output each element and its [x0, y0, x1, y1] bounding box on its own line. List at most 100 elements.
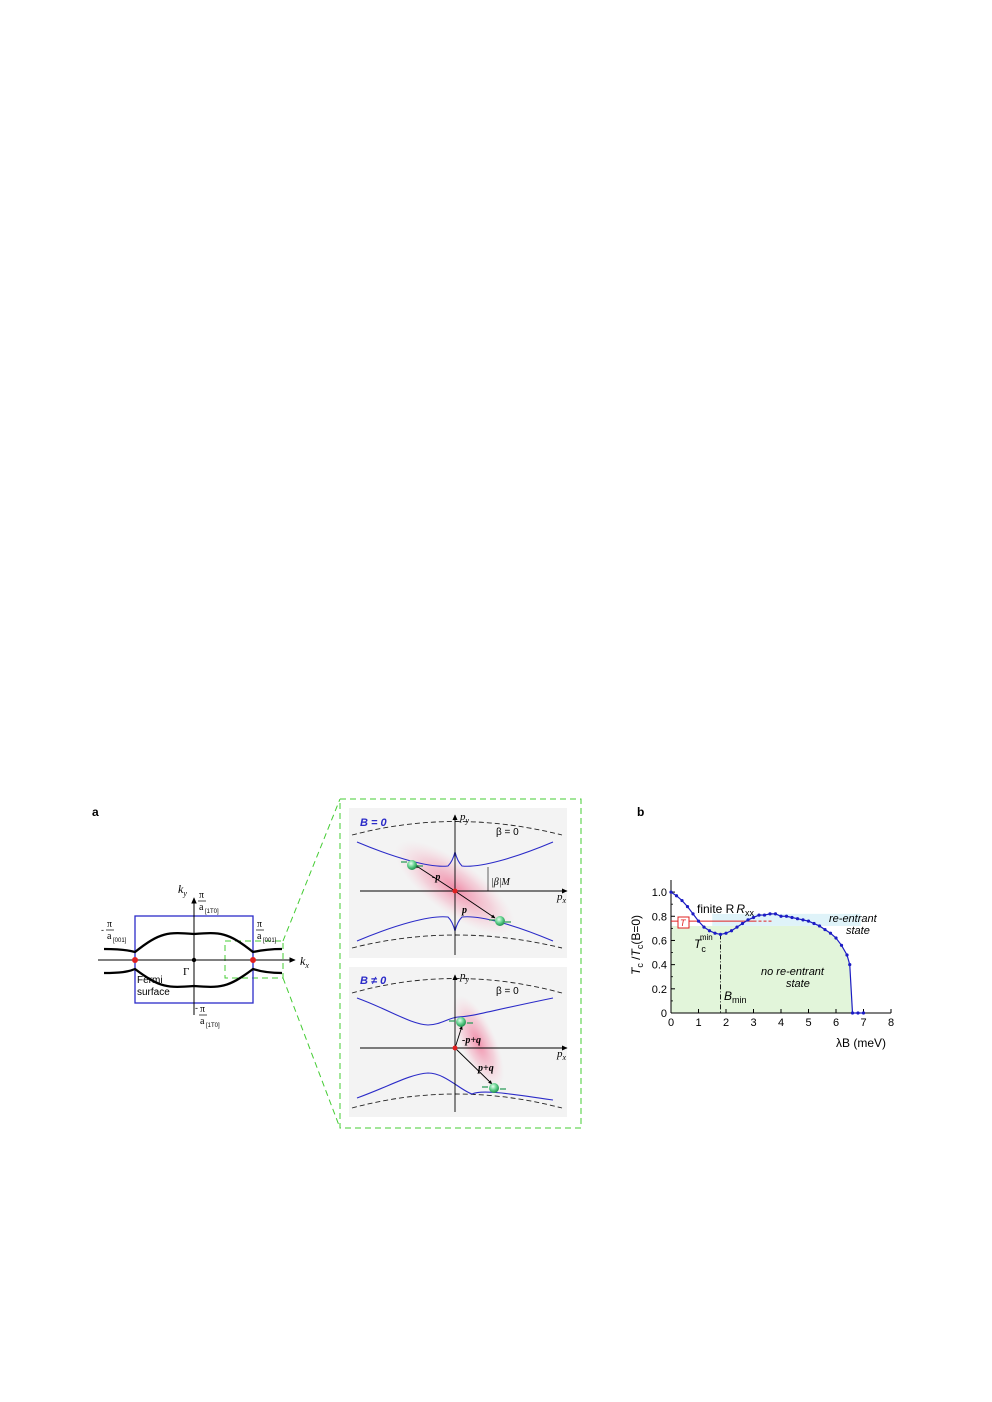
- x-tick-label: 3: [750, 1017, 756, 1029]
- zoom-top-panel: B = 0 β = 0 py px |β|M -p p: [349, 808, 568, 958]
- ky-label: ky: [178, 882, 187, 898]
- data-point: [762, 913, 767, 917]
- top-pi: π: [199, 890, 204, 901]
- x-tick-label: 4: [778, 1017, 784, 1029]
- minus-p-plus-q-label: -p+q: [462, 1035, 481, 1046]
- reentrant-region: [712, 913, 861, 926]
- node-right: [250, 957, 256, 963]
- data-point: [856, 1011, 860, 1015]
- electron-top-right: [495, 916, 505, 926]
- data-point: [729, 929, 734, 933]
- y-tick-label: 1.0: [652, 887, 667, 899]
- bottom-a: a: [200, 1016, 205, 1027]
- zoom-bottom-panel: B ≠ 0 β = 0 py px -p+q p+q: [349, 967, 568, 1117]
- panel-b-letter: b: [637, 805, 645, 819]
- threshold-legend-box: T: [677, 916, 690, 929]
- electron-bottom-right: [489, 1083, 499, 1093]
- no-reentrant-region: [671, 925, 864, 1013]
- kx-label: kx: [300, 954, 309, 970]
- data-point: [848, 963, 852, 967]
- zoom-box: [339, 798, 582, 1129]
- x-tick-label: 5: [805, 1017, 811, 1029]
- x-tick-label: 2: [723, 1017, 729, 1029]
- bottom-pi: π: [200, 1004, 205, 1015]
- data-point: [751, 915, 756, 920]
- data-point: [812, 921, 816, 926]
- gamma-label: Γ: [183, 966, 189, 978]
- data-point: [861, 1011, 866, 1015]
- data-point: [773, 912, 778, 916]
- data-point: [740, 921, 745, 926]
- left-pi: π: [107, 919, 112, 930]
- x-tick-label: 7: [860, 1017, 866, 1029]
- B0-label: B = 0: [360, 817, 387, 829]
- pair-glow-bottom: [451, 995, 505, 1089]
- minus-p-label: -p: [432, 872, 440, 883]
- y-tick-label: 0.2: [652, 984, 667, 996]
- gamma-point: [191, 957, 197, 963]
- px-label-bottom: px: [556, 1048, 567, 1062]
- x-tick-label: 8: [888, 1017, 894, 1029]
- fermi-surface-lower: [103, 967, 283, 989]
- y-tick-label: 0.6: [652, 935, 667, 947]
- data-point: [713, 931, 717, 935]
- node-left: [132, 957, 138, 963]
- beta0-label-bottom: β = 0: [496, 986, 519, 997]
- data-point: [817, 924, 822, 928]
- data-point: [707, 929, 712, 933]
- data-point: [845, 953, 849, 957]
- py-label-top: py: [459, 811, 470, 825]
- fermi-surface-label-1: Fermi: [137, 975, 163, 986]
- x-tick-label: 0: [668, 1017, 674, 1029]
- reentrant-label-1: re-entrant: [829, 913, 878, 925]
- bottom-sub: [1T0]: [206, 1023, 220, 1029]
- data-point: [779, 914, 783, 918]
- Bneq0-label: B ≠ 0: [360, 975, 387, 987]
- fermi-surface-upper: [103, 932, 283, 954]
- data-point: [801, 918, 805, 922]
- noreentrant-label-2: state: [786, 978, 810, 990]
- left-a: a: [107, 931, 112, 942]
- data-point: [691, 912, 695, 916]
- data-point: [834, 936, 838, 940]
- top-a: a: [199, 902, 204, 913]
- y-tick-label: 0.8: [652, 911, 667, 923]
- data-point: [735, 925, 739, 929]
- data-point: [850, 1011, 855, 1015]
- right-pi: π: [257, 919, 262, 930]
- panel-a-letter: a: [92, 805, 99, 819]
- gap-label: |β|M: [491, 877, 510, 888]
- y-tick-label: 0: [661, 1008, 667, 1020]
- x-tick-label: 1: [695, 1017, 701, 1029]
- px-label-top: px: [556, 891, 567, 905]
- dashed-band-bottom-lower: [351, 1093, 563, 1109]
- data-point: [839, 943, 844, 947]
- data-point: [685, 905, 690, 909]
- data-point: [724, 931, 728, 935]
- right-a: a: [257, 931, 262, 942]
- reentrant-label-2: state: [846, 925, 870, 937]
- p-plus-q-label: p+q: [477, 1063, 494, 1074]
- p-label: p: [461, 905, 467, 916]
- y-tick-label: 0.4: [652, 960, 667, 972]
- data-point: [790, 915, 794, 920]
- y-axis-title: Tc /Tc(B=0): [629, 915, 645, 975]
- data-point: [828, 931, 833, 935]
- band-bottom-upper: [356, 997, 554, 1026]
- data-point: [823, 927, 827, 932]
- bmin-label: Bmin: [724, 989, 747, 1005]
- beta0-label-top: β = 0: [496, 827, 519, 838]
- data-point: [768, 912, 772, 916]
- noreentrant-label-1: no re-entrant: [761, 966, 825, 978]
- data-point: [702, 925, 706, 929]
- top-sub: [1T0]: [205, 909, 219, 915]
- data-point: [718, 932, 723, 937]
- data-point: [680, 898, 684, 903]
- data-point: [806, 919, 811, 923]
- data-point: [784, 914, 789, 918]
- x-tick-label: 6: [833, 1017, 839, 1029]
- svg-text:T: T: [680, 918, 687, 928]
- x-axis-title: λB (meV): [836, 1036, 886, 1050]
